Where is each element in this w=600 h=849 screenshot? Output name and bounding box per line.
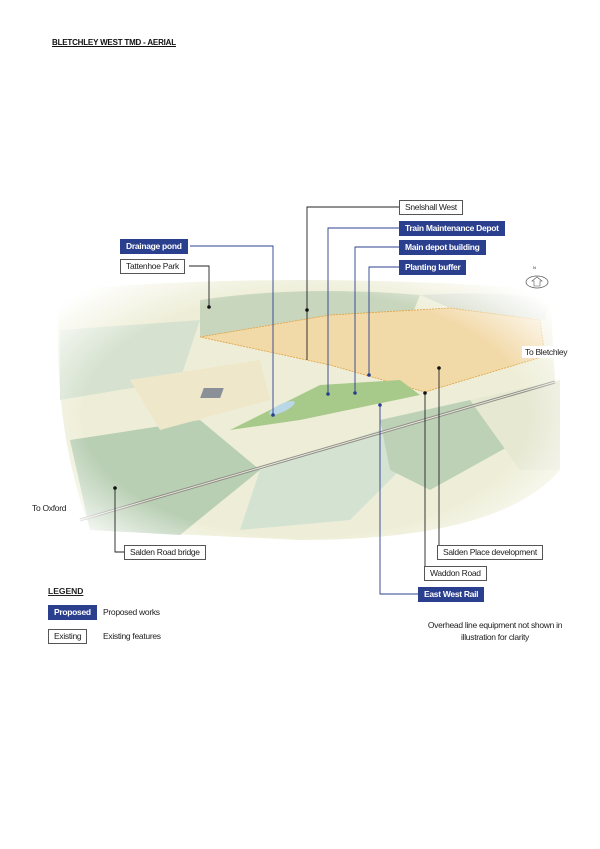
legend-existing-key: Existing (48, 629, 88, 644)
label-to-oxford: To Oxford (29, 502, 70, 514)
page-title: BLETCHLEY WEST TMD - AERIAL (52, 38, 176, 47)
label-snelshall-west: Snelshall West (399, 200, 463, 215)
legend-proposed-key: Proposed (48, 605, 97, 620)
label-salden-road-bridge: Salden Road bridge (124, 545, 206, 560)
label-waddon-road: Waddon Road (424, 566, 487, 581)
legend-existing-description: Existing features (103, 631, 161, 641)
label-planting-buffer: Planting buffer (399, 260, 467, 275)
label-salden-place-development: Salden Place development (437, 545, 543, 560)
legend-title: LEGEND (48, 586, 84, 596)
illustration-note: Overhead line equipment not shown in ill… (427, 620, 563, 642)
label-east-west-rail: East West Rail (418, 587, 485, 602)
label-train-maintenance-depot: Train Maintenance Depot (399, 221, 505, 236)
label-drainage-pond: Drainage pond (120, 239, 188, 254)
label-main-depot-building: Main depot building (399, 240, 486, 255)
north-label: N (533, 265, 536, 270)
label-tattenhoe-park: Tattenhoe Park (120, 259, 185, 274)
label-to-bletchley: To Bletchley (522, 346, 571, 358)
north-arrow-icon (525, 275, 549, 289)
leader-dots (113, 305, 441, 490)
legend-proposed-description: Proposed works (103, 607, 160, 617)
